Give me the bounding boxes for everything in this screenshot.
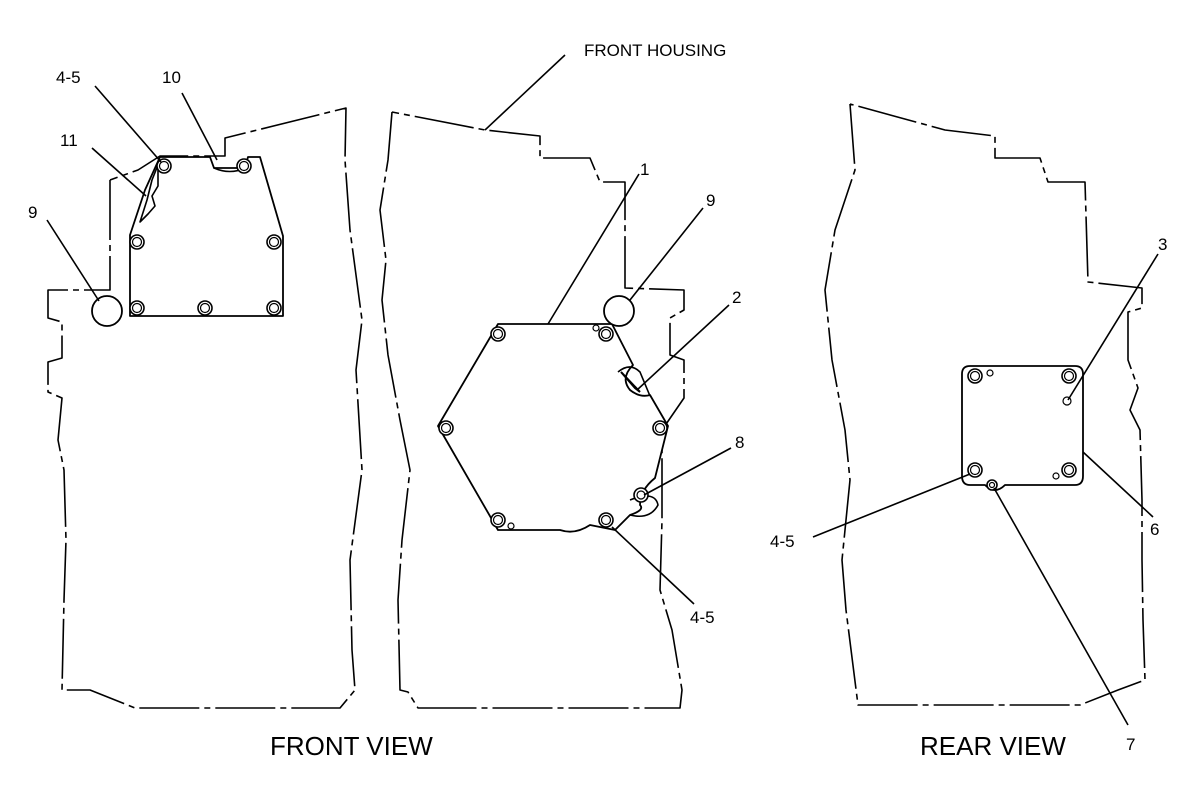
left-cover-gasket [139, 164, 159, 223]
leader-9-left [46, 219, 100, 302]
callout-10: 10 [162, 68, 181, 87]
callout-3: 3 [1158, 235, 1167, 254]
right-cover-plate [961, 365, 1084, 491]
center-cover-bolts [438, 326, 668, 528]
bolt [1063, 370, 1075, 382]
bolt [492, 514, 504, 526]
right-plug-7 [986, 479, 998, 491]
center-fitting [633, 487, 649, 503]
leader-2-wedge [620, 371, 641, 393]
center-cover-boss [617, 366, 651, 397]
right-plug-7 [988, 481, 996, 489]
left-cover-bolts [129, 158, 282, 316]
bolt [440, 422, 452, 434]
callout-11: 11 [60, 131, 78, 150]
bolt [969, 464, 981, 476]
leader-front-housing [484, 54, 566, 131]
leader-4-5-right [812, 473, 971, 538]
center-cover-plate [437, 323, 669, 533]
leader-6 [1082, 451, 1154, 518]
bolt [600, 328, 612, 340]
callout-6: 6 [1150, 520, 1159, 539]
center-dowel-bottom [507, 522, 515, 530]
leader-2 [636, 304, 730, 391]
center-housing-outline [379, 111, 685, 709]
leader-lines [46, 54, 1159, 726]
bolt [600, 514, 612, 526]
bolt [199, 302, 211, 314]
right-dowel-top [986, 369, 994, 377]
leader-11 [91, 147, 147, 197]
left-housing-outline [47, 107, 363, 709]
leader-8 [643, 447, 732, 496]
bolt [268, 302, 280, 314]
callout-9-center: 9 [706, 191, 715, 210]
bolt [492, 328, 504, 340]
bolt [238, 160, 250, 172]
bolt [268, 236, 280, 248]
leader-4-5-left [94, 85, 162, 163]
callout-4-5-left: 4-5 [56, 68, 81, 87]
callout-9-left: 9 [28, 203, 37, 222]
front-view-title: FRONT VIEW [270, 731, 433, 761]
callout-1: 1 [640, 160, 649, 179]
left-plug [91, 295, 123, 327]
bolt [1063, 464, 1075, 476]
leader-4-5-center [611, 526, 695, 605]
callout-8: 8 [735, 433, 744, 452]
left-cover-plate [129, 156, 284, 317]
rear-view-title: REAR VIEW [920, 731, 1066, 761]
bolt [158, 160, 170, 172]
right-cover-bolts [967, 368, 1077, 478]
right-housing-outline [824, 103, 1146, 706]
leader-10 [181, 92, 218, 161]
center-plug [603, 295, 635, 327]
leader-7 [993, 487, 1129, 726]
label-front-housing: FRONT HOUSING [584, 41, 726, 60]
bolt [969, 370, 981, 382]
leader-3 [1067, 253, 1159, 401]
leader-1 [547, 173, 640, 325]
callout-4-5-right: 4-5 [770, 532, 795, 551]
callout-2: 2 [732, 288, 741, 307]
bolt [131, 236, 143, 248]
right-dowel-bottom [1052, 472, 1060, 480]
callout-4-5-center: 4-5 [690, 608, 715, 627]
bolt [131, 302, 143, 314]
leader-9-center [629, 207, 704, 301]
callout-7: 7 [1126, 735, 1135, 754]
bolt [654, 422, 666, 434]
center-dowel-top [592, 324, 600, 332]
